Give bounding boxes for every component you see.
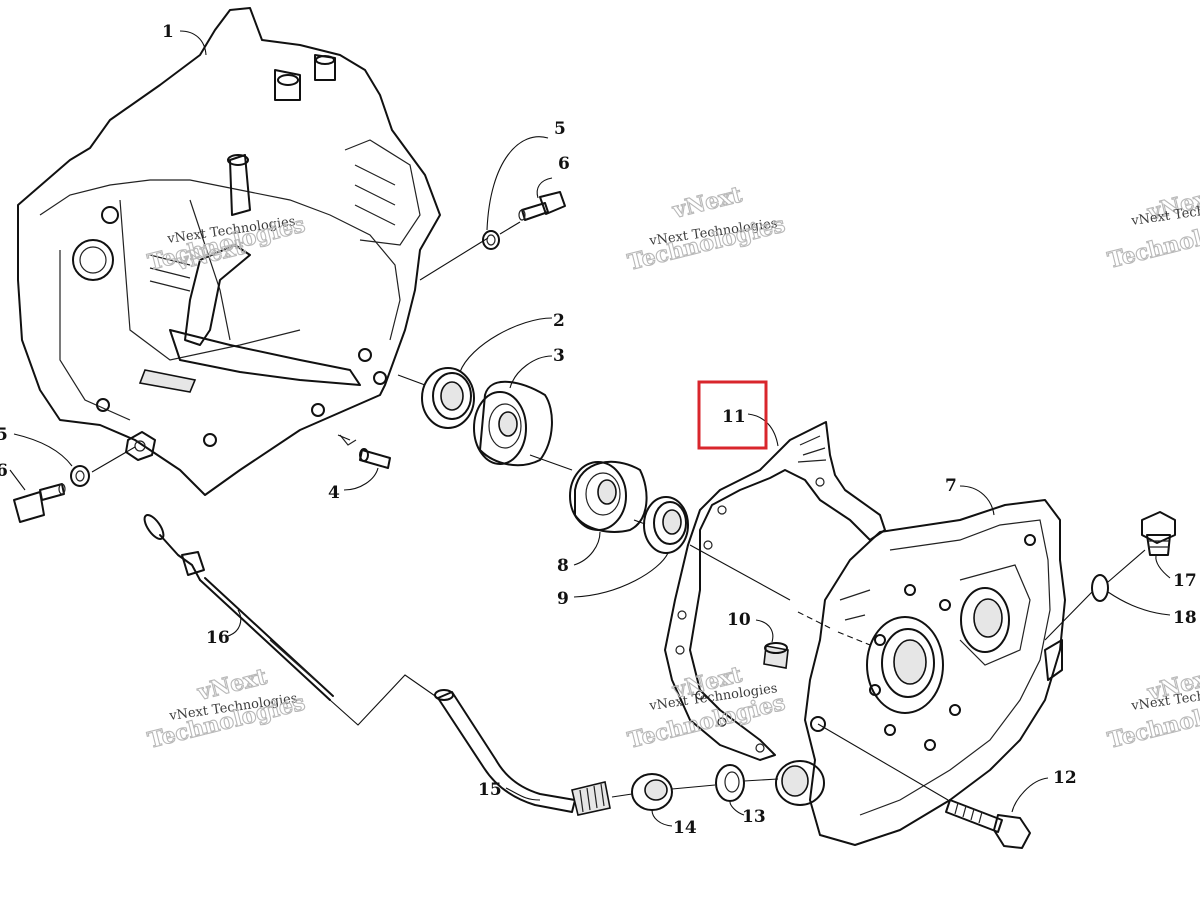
highlight-box [697,380,768,450]
oil-seal-part-9[interactable] [643,496,689,554]
callout-6-lower[interactable]: 6 [0,461,8,481]
svg-text:Technologies: Technologies [625,212,788,276]
oil-seal-part-2[interactable] [421,367,475,429]
svg-text:vNext: vNext [669,181,745,224]
crankcase-cover-part-7[interactable] [775,499,1066,846]
callout-2[interactable]: 2 [553,311,565,331]
callout-6[interactable]: 6 [558,154,570,174]
callout-15[interactable]: 15 [478,780,502,800]
bolt-part-6-lower[interactable] [13,483,66,523]
callout-8[interactable]: 8 [557,556,569,576]
oil-seal-part-14[interactable] [631,773,673,811]
crankcase-part[interactable] [17,7,441,496]
callout-12[interactable]: 12 [1053,768,1077,788]
callout-17[interactable]: 17 [1173,571,1197,591]
callout-16[interactable]: 16 [206,628,230,648]
dipstick-part-16[interactable] [141,512,334,701]
callout-11[interactable]: 11 [722,407,746,427]
callout-7[interactable]: 7 [945,476,957,496]
washer-part-5-upper[interactable] [482,230,500,250]
oil-seal-part-13[interactable] [715,764,745,802]
gasket-part-11[interactable] [664,421,886,761]
callout-5-lower[interactable]: 5 [0,425,8,445]
dowel-pin-part-4[interactable] [339,434,391,469]
callout-18[interactable]: 18 [1173,608,1197,628]
bearing-part-8[interactable] [569,460,648,533]
bolt-part-12[interactable] [945,799,1031,849]
washer-part-5-lower[interactable] [70,465,90,487]
fill-tube-part-15[interactable] [434,689,611,816]
callout-leaders [9,30,1171,827]
dowel-pin-part-10[interactable] [763,642,789,669]
callout-3[interactable]: 3 [553,346,565,366]
callout-4[interactable]: 4 [328,483,340,503]
callout-9[interactable]: 9 [557,589,569,609]
callout-labels: 1 5 6 2 3 4 5 6 8 9 10 11 7 12 13 14 15 … [0,22,1197,838]
callout-1[interactable]: 1 [162,22,174,42]
callout-13[interactable]: 13 [742,807,766,827]
svg-text:Technologies: Technologies [145,212,308,276]
o-ring-part-18[interactable] [1091,574,1109,602]
callout-14[interactable]: 14 [673,818,697,838]
callout-5[interactable]: 5 [554,119,566,139]
bolt-part-6-upper[interactable] [518,191,566,221]
drain-plug-part-17[interactable] [1141,511,1176,556]
callout-10[interactable]: 10 [727,610,751,630]
assembly-lines [91,221,1146,801]
bearing-part-3[interactable] [473,380,553,467]
